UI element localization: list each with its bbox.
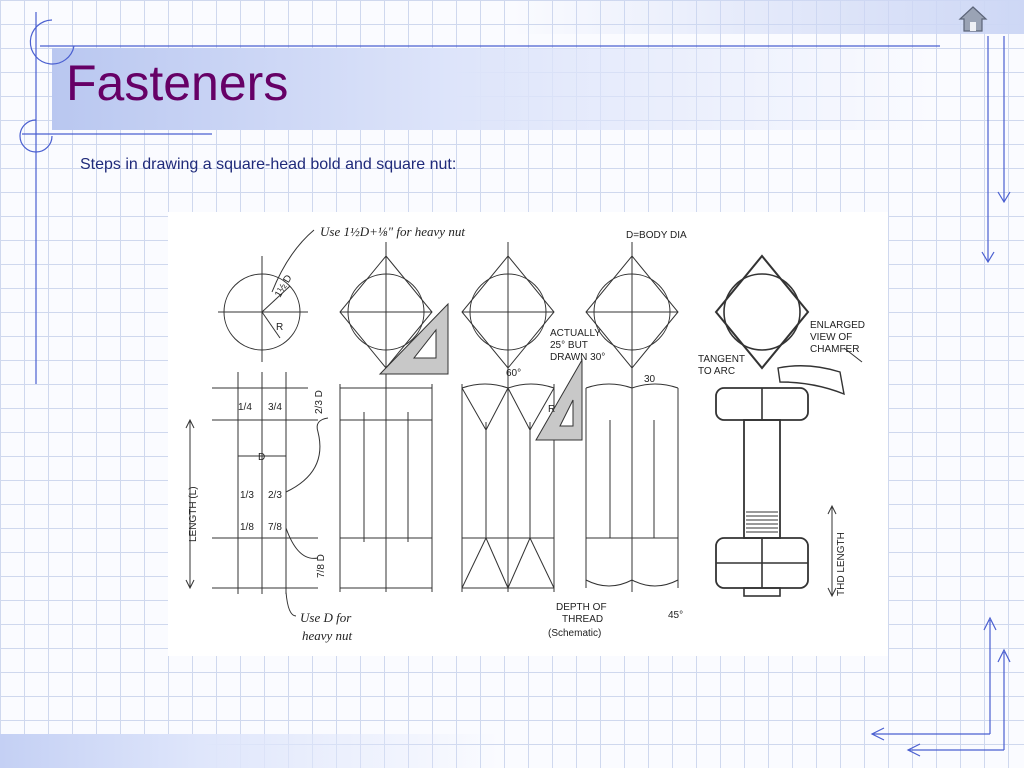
slide-title: Fasteners [66,55,289,111]
chamfer-label: CHAMFER [810,344,859,355]
tangent-label: TANGENT [698,354,745,365]
dim-r: R [276,322,283,333]
dim-d: D [258,452,265,463]
use-d-label: Use D for [300,610,352,625]
body-dia-label: D=BODY DIA [626,230,687,241]
home-icon [958,6,988,32]
deg25-label: 25° BUT [550,340,588,351]
set-square-2 [535,358,583,441]
thd-length-label: THD LENGTH [836,532,847,596]
view-of-label: VIEW OF [810,332,852,343]
dim-1-3: 1/3 [240,490,254,501]
dim-7-8: 7/8 [268,522,282,533]
dim-3-4: 3/4 [268,402,282,413]
drawn30-label: DRAWN 30° [550,352,605,363]
dim-1-4: 1/4 [238,402,252,413]
thread-label: THREAD [562,614,603,625]
depth-of-label: DEPTH OF [556,602,607,613]
angle60-label: 60° [506,368,521,379]
schematic-label: (Schematic) [548,628,601,639]
bolt-nut-drawing: Use 1½D+⅛" for heavy nut D=BODY DIA 1½ D… [168,212,888,656]
actually-label: ACTUALLY [550,328,601,339]
angle45-label: 45° [668,610,683,621]
to-arc-label: TO ARC [698,366,735,377]
step5-square [714,254,810,370]
bottom-gradient-band [0,734,500,768]
heavy-nut-note: Use 1½D+⅛" for heavy nut [320,224,465,239]
dim-2-3: 2/3 [268,490,282,501]
slide-subtitle: Steps in drawing a square-head bold and … [80,156,457,173]
dim-7-8d: 7/8 D [316,554,327,578]
technical-drawing-svg: Use 1½D+⅛" for heavy nut D=BODY DIA 1½ D… [185,224,865,643]
home-button[interactable] [958,4,988,34]
set-square-1 [378,302,449,375]
length-label: LENGTH (L) [188,486,199,542]
dim-2-3d: 2/3 D [314,390,325,414]
dim-1-8: 1/8 [240,522,254,533]
title-band [52,48,932,130]
heavy-nut-label: heavy nut [302,628,353,643]
top-gradient-band [0,0,1024,34]
angle30-label: 30 [644,374,656,385]
enlarged-label: ENLARGED [810,320,865,331]
r-label: R [548,404,555,415]
